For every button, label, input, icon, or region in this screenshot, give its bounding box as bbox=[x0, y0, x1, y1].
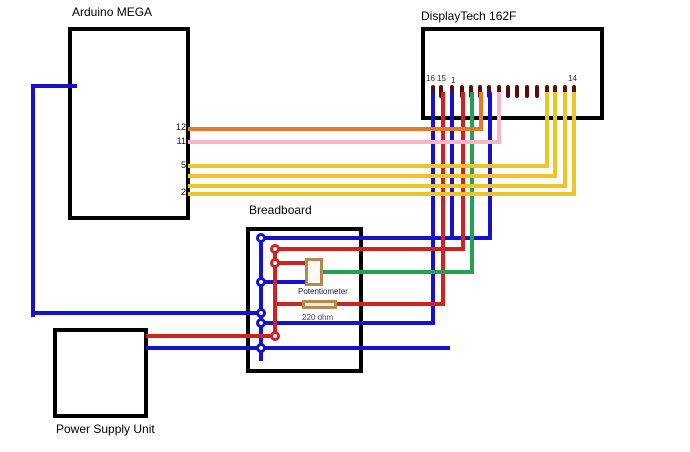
lcd2-vcc-red-wire bbox=[461, 92, 465, 251]
junction-node bbox=[256, 343, 266, 353]
arduino-mega-label: Arduino MEGA bbox=[72, 5, 153, 19]
lcd-pin-tick bbox=[572, 85, 576, 98]
pot-wiper-green-wire bbox=[470, 92, 474, 274]
lcd-pin-tick bbox=[545, 85, 549, 98]
junction-node bbox=[256, 308, 266, 318]
lcd-pin-tick bbox=[563, 85, 567, 98]
lcd13-yellow-wire bbox=[188, 184, 567, 188]
lcd14-yellow-wire bbox=[188, 192, 576, 196]
lcd4-orange-wire bbox=[188, 127, 483, 131]
lcd14-yellow-wire bbox=[572, 92, 576, 196]
potentiometer-label: Potentiometer bbox=[298, 287, 348, 296]
lcd-pin-tick bbox=[469, 85, 473, 98]
arduino-mega-box bbox=[68, 27, 190, 220]
arduino-gnd-blue-wire bbox=[31, 84, 77, 88]
potentiometer bbox=[305, 258, 323, 286]
lcd11-yellow-wire bbox=[188, 164, 549, 168]
arduino-pin-label-2: 2 bbox=[180, 187, 186, 197]
junction-node bbox=[270, 258, 280, 268]
lcd-pin-tick bbox=[525, 85, 529, 98]
lcd16-gnd-blue-wire bbox=[431, 92, 435, 325]
pot-wiper-green-wire bbox=[320, 270, 474, 274]
pot-vcc-red-wire bbox=[273, 261, 310, 265]
junction-node bbox=[256, 318, 266, 328]
resistor-220 bbox=[302, 300, 337, 309]
gnd-rail-blue-wire bbox=[259, 236, 263, 361]
lcd-pin-tick bbox=[478, 85, 482, 98]
power-supply-box bbox=[53, 328, 148, 418]
psu-blue-wire bbox=[146, 346, 450, 350]
lcd6-pink-wire bbox=[497, 92, 501, 144]
junction-node bbox=[256, 277, 266, 287]
power-supply-label: Power Supply Unit bbox=[56, 422, 155, 436]
lcd-pin-tick bbox=[460, 85, 464, 98]
arduino-pin-label-12: 12 bbox=[175, 122, 186, 132]
lcd15-resistor-red-wire bbox=[273, 302, 445, 306]
psu-red-wire bbox=[146, 334, 277, 338]
lcd-pin-tick bbox=[553, 85, 557, 98]
arduino-pin-label-5: 5 bbox=[180, 160, 186, 170]
lcd-pin-tick bbox=[535, 85, 539, 98]
lcd-pin-label-14: 14 bbox=[568, 74, 577, 83]
lcd11-yellow-wire bbox=[545, 92, 549, 168]
lcd-pin-label-15: 15 bbox=[437, 74, 446, 83]
lcd4-orange-wire bbox=[479, 92, 483, 131]
lcd15-resistor-red-wire bbox=[441, 92, 445, 306]
lcd13-yellow-wire bbox=[563, 92, 567, 188]
arduino-gnd-blue-wire bbox=[31, 311, 263, 315]
junction-node bbox=[270, 331, 280, 341]
lcd-pin-tick bbox=[487, 85, 491, 98]
lcd-pin-tick bbox=[506, 85, 510, 98]
lcd-pin-label-16: 16 bbox=[426, 74, 435, 83]
lcd-pin-tick bbox=[515, 85, 519, 98]
lcd-pin-label-1: 1 bbox=[451, 76, 456, 85]
lcd-pin-tick bbox=[431, 85, 435, 98]
vcc-rail-red-wire bbox=[273, 247, 277, 340]
lcd6-pink-wire bbox=[188, 140, 501, 144]
rail-to-lcd5-blue-wire bbox=[259, 236, 492, 240]
lcd16-gnd-blue-wire bbox=[259, 321, 435, 325]
lcd-pin-tick bbox=[497, 85, 501, 98]
pot-gnd-blue-wire bbox=[259, 280, 308, 284]
lcd2-vcc-red-wire bbox=[273, 247, 465, 251]
arduino-pin-label-11: 11 bbox=[176, 136, 186, 146]
lcd-pin-tick bbox=[439, 85, 443, 98]
arduino-gnd-blue-wire bbox=[31, 84, 35, 317]
breadboard-label: Breadboard bbox=[249, 203, 312, 217]
displaytech-162f-label: DisplayTech 162F bbox=[421, 9, 517, 23]
junction-node bbox=[270, 244, 280, 254]
lcd-pin-tick bbox=[450, 85, 454, 98]
lcd12-yellow-wire bbox=[188, 174, 557, 178]
resistor-220-label: 220 ohm bbox=[302, 313, 334, 322]
junction-node bbox=[256, 233, 266, 243]
lcd12-yellow-wire bbox=[553, 92, 557, 178]
